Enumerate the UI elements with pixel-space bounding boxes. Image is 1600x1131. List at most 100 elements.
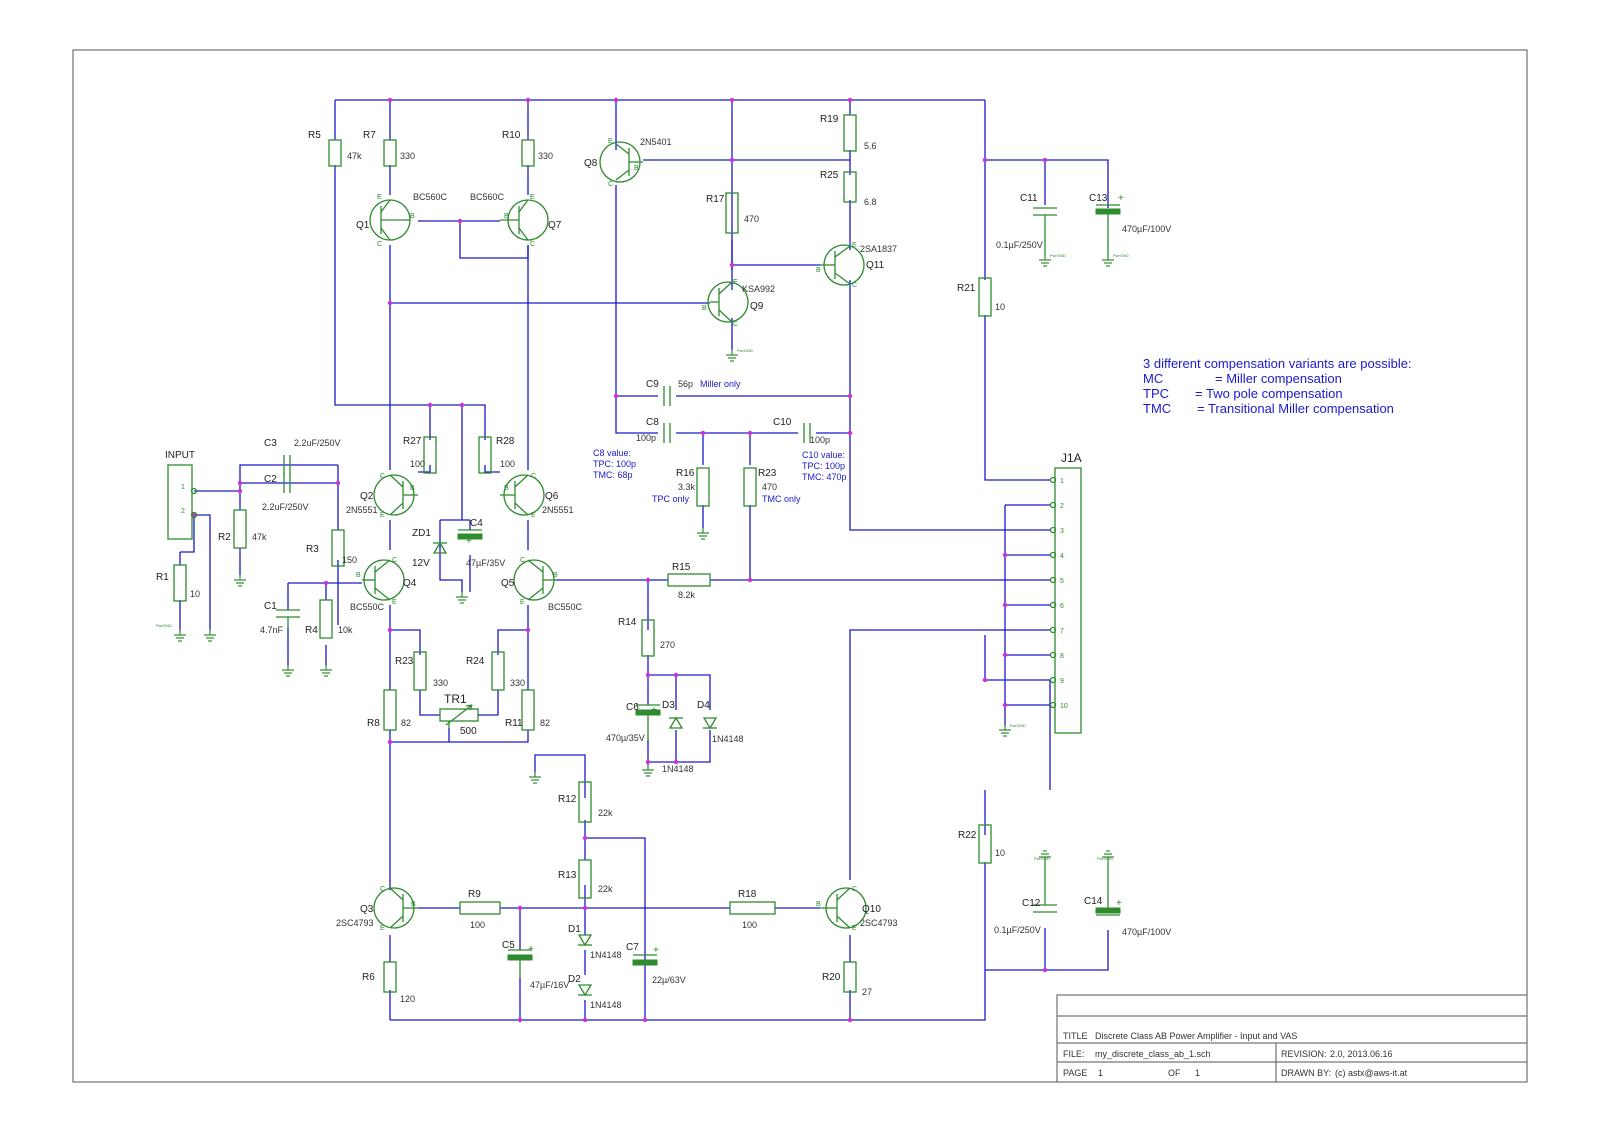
svg-text:PwrGND: PwrGND: [1097, 856, 1113, 861]
svg-text:330: 330: [510, 678, 525, 688]
svg-text:470µ/35V: 470µ/35V: [606, 733, 645, 743]
svg-text:Q7: Q7: [548, 220, 562, 231]
svg-text:= Miller compensation: = Miller compensation: [1215, 371, 1342, 386]
svg-text:my_discrete_class_ab_1.sch: my_discrete_class_ab_1.sch: [1095, 1049, 1211, 1059]
svg-text:PwrGND: PwrGND: [1010, 723, 1026, 728]
svg-text:R24: R24: [466, 656, 485, 667]
svg-text:C12: C12: [1022, 898, 1041, 909]
svg-text:C: C: [531, 473, 536, 480]
svg-text:0.1µF/250V: 0.1µF/250V: [994, 925, 1041, 935]
svg-text:C11: C11: [1020, 193, 1038, 204]
sheet-border: [72, 49, 1528, 1083]
svg-text:PAGE: PAGE: [1063, 1068, 1087, 1078]
ground-labels: PwrGND PwrGND PwrGND PwrGND PwrGND PwrGN…: [156, 253, 1129, 861]
svg-text:6.8: 6.8: [864, 197, 877, 207]
svg-text:KSA992: KSA992: [742, 284, 775, 294]
transistor-q11: E B C Q11 2SA1837: [816, 242, 897, 289]
svg-text:R14: R14: [618, 617, 637, 628]
svg-text:82: 82: [401, 718, 411, 728]
svg-text:R19: R19: [820, 114, 839, 125]
svg-text:5.6: 5.6: [864, 141, 877, 151]
svg-text:R12: R12: [558, 794, 577, 805]
svg-text:100p: 100p: [810, 435, 830, 445]
svg-text:Q8: Q8: [584, 158, 598, 169]
svg-text:BC550C: BC550C: [350, 602, 385, 612]
svg-text:R5: R5: [308, 130, 321, 141]
svg-text:C: C: [380, 886, 385, 893]
svg-text:C: C: [852, 886, 857, 893]
svg-text:PwrGND: PwrGND: [1050, 253, 1066, 258]
svg-text:C: C: [392, 557, 397, 564]
svg-text:R4: R4: [305, 625, 318, 636]
svg-text:D1: D1: [568, 924, 581, 935]
svg-text:Q5: Q5: [501, 578, 515, 589]
svg-text:TPC: 100p: TPC: 100p: [593, 459, 636, 469]
svg-text:B: B: [504, 213, 509, 220]
svg-text:47k: 47k: [347, 151, 362, 161]
connector-j1a: J1A 1 2 3 4 5 6 7 8 9 10: [1049, 451, 1082, 734]
svg-text:Q3: Q3: [360, 904, 374, 915]
svg-text:22k: 22k: [598, 884, 613, 894]
transistor-q9: E B C Q9 KSA992: [702, 279, 775, 328]
svg-text:Q4: Q4: [403, 578, 417, 589]
svg-text:8.2k: 8.2k: [678, 590, 696, 600]
svg-text:E: E: [392, 599, 397, 606]
svg-text:C: C: [733, 321, 738, 328]
svg-text:C2: C2: [264, 474, 277, 485]
svg-text:470µF/100V: 470µF/100V: [1122, 224, 1171, 234]
junctions: [191, 97, 1048, 1023]
svg-text:6: 6: [1060, 603, 1064, 610]
svg-text:1: 1: [181, 484, 185, 491]
svg-text:R2: R2: [218, 532, 231, 543]
resistor-r14: R14 270: [618, 617, 675, 657]
svg-text:2SA1837: 2SA1837: [860, 244, 897, 254]
design-notes: Miller only C8 value: TPC: 100p TMC: 68p…: [593, 379, 847, 504]
svg-text:500: 500: [460, 726, 477, 737]
svg-text:R27: R27: [403, 436, 422, 447]
svg-text:R17: R17: [706, 194, 725, 205]
svg-text:2: 2: [181, 508, 185, 515]
svg-text:TR1: TR1: [444, 692, 467, 706]
svg-text:270: 270: [660, 640, 675, 650]
svg-text:B: B: [702, 305, 707, 312]
svg-text:470µF/100V: 470µF/100V: [1122, 927, 1171, 937]
transistor-q6: C B E Q6 2N5551: [500, 473, 574, 519]
svg-text:TPC only: TPC only: [652, 494, 690, 504]
svg-text:Q6: Q6: [545, 491, 559, 502]
svg-text:C: C: [608, 181, 613, 188]
svg-text:C: C: [852, 282, 857, 289]
svg-text:C: C: [530, 241, 535, 248]
svg-text:C: C: [377, 241, 382, 248]
svg-text:2SC4793: 2SC4793: [336, 918, 374, 928]
svg-text:BC550C: BC550C: [548, 602, 583, 612]
svg-text:C8: C8: [646, 417, 659, 428]
svg-text:R7: R7: [363, 130, 376, 141]
svg-text:82: 82: [540, 718, 550, 728]
svg-text:PwrGND: PwrGND: [156, 623, 172, 628]
svg-text:B: B: [410, 213, 415, 220]
svg-text:100p: 100p: [636, 433, 656, 443]
svg-text:1N4148: 1N4148: [712, 734, 744, 744]
svg-text:BC560C: BC560C: [470, 192, 505, 202]
svg-text:C10 value:: C10 value:: [802, 450, 845, 460]
svg-text:56p: 56p: [678, 379, 693, 389]
svg-text:DRAWN BY:: DRAWN BY:: [1281, 1068, 1331, 1078]
svg-text:10: 10: [190, 589, 200, 599]
svg-text:C6: C6: [626, 702, 639, 713]
svg-text:B: B: [634, 165, 639, 172]
